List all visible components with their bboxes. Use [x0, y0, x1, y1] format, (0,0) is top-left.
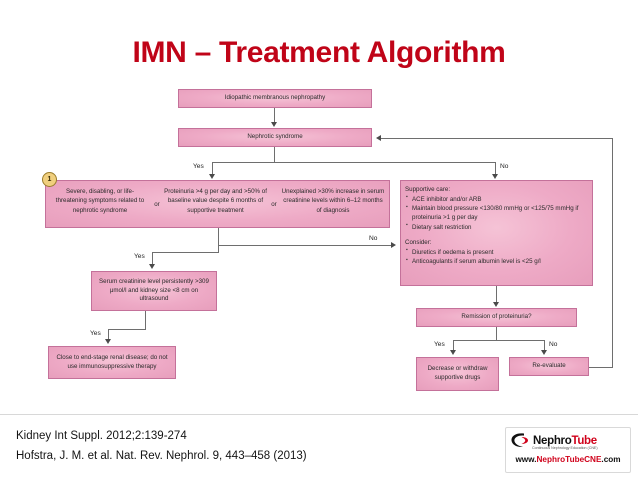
edge-label-no-top: No [500, 163, 509, 170]
logo-url-cne: CNE [584, 455, 602, 464]
arrowhead-remission-no [541, 350, 547, 355]
connector-root-to-nephrotic [274, 108, 275, 124]
logo-word-dark: Nephro [533, 434, 572, 447]
citation-line-1: Kidney Int Suppl. 2012;2:139-274 [16, 430, 187, 442]
connector-criteria-no-right [218, 245, 392, 246]
connector-no-branch-down [495, 162, 496, 176]
nephrotube-logo: NephroTube Continuous Nephrology Educati… [505, 427, 631, 473]
edge-label-yes-top: Yes [193, 163, 204, 170]
criteria-item-3: Unexplained >30% increase in serum creat… [281, 188, 385, 214]
node-close-to-end-stage-renal-disease: Close to end-stage renal disease; do not… [48, 346, 176, 379]
arrowhead-criteria-no [391, 242, 396, 248]
criteria-or-label-2: or [271, 201, 277, 208]
connector-creatinine-yes-left [108, 329, 146, 330]
arrowhead-remission-yes [450, 350, 456, 355]
arrowhead-feedback-to-nephrotic [376, 135, 381, 141]
arrowhead-no-branch [492, 174, 498, 179]
arrowhead-root-to-nephrotic [271, 122, 277, 127]
criteria-or-label-1: or [154, 201, 160, 208]
connector-creatinine-down [145, 311, 146, 329]
node-treatment-criteria [45, 180, 390, 228]
arrowhead-yes-branch [209, 174, 215, 179]
citation-line-2: Hofstra, J. M. et al. Nat. Rev. Nephrol.… [16, 450, 307, 462]
logo-wordmark: NephroTube [533, 435, 597, 447]
logo-word-red: Tube [571, 434, 597, 447]
node-re-evaluate: Re-evaluate [509, 357, 589, 376]
nephrotube-swirl-icon [510, 432, 530, 449]
node-serum-creatinine-level: Serum creatinine level persistently >309… [91, 271, 217, 311]
edge-label-yes-mid: Yes [134, 253, 145, 260]
footer-divider [0, 414, 638, 415]
list-item: Anticoagulants if serum albumin level is… [406, 257, 589, 266]
badge-step-1: 1 [42, 172, 57, 187]
consider-list: Diuretics if oedema is present Anticoagu… [405, 247, 589, 267]
connector-creatinine-yes-down [108, 329, 109, 341]
criteria-item-1: Severe, disabling, or life-threatening s… [55, 188, 145, 214]
edge-label-no-remission: No [549, 341, 558, 348]
connector-remission-no-down [544, 340, 545, 352]
node-decrease-or-withdraw-supportive-drugs: Decrease or withdraw supportive drugs [416, 357, 499, 391]
connector-remission-split [453, 340, 544, 341]
node-nephrotic-syndrome: Nephrotic syndrome [178, 128, 372, 147]
edge-label-yes-low: Yes [90, 330, 101, 337]
connector-yes-branch-down [212, 162, 213, 176]
arrowhead-creatinine-yes [105, 339, 111, 344]
connector-remission-yes-down [453, 340, 454, 352]
connector-supportive-to-remission [496, 286, 497, 304]
list-item: Maintain blood pressure <130/80 mmHg or … [406, 204, 589, 223]
criteria-item-2: Proteinuria >4 g per day and >50% of bas… [164, 188, 267, 214]
edge-label-no-mid: No [369, 235, 378, 242]
node-remission-of-proteinuria: Remission of proteinuria? [416, 308, 577, 327]
supportive-care-content: Supportive care: ACE inhibitor and/or AR… [405, 185, 589, 266]
logo-subtitle: Continuous Nephrology Education (CNE) [532, 446, 598, 450]
connector-nephrotic-split [212, 162, 495, 163]
connector-criteria-down [218, 228, 219, 252]
page-title: IMN – Treatment Algorithm [132, 36, 506, 69]
logo-url-name: NephroTube [536, 455, 585, 464]
edge-label-yes-remission: Yes [434, 341, 445, 348]
logo-url: www.NephroTubeCNE.com [510, 455, 626, 464]
connector-feedback-left [381, 138, 613, 139]
list-item: Diuretics if oedema is present [406, 247, 589, 257]
connector-feedback-right [589, 367, 613, 368]
consider-header: Consider: [405, 238, 432, 246]
supportive-care-list: ACE inhibitor and/or ARB Maintain blood … [405, 194, 589, 232]
list-item: Dietary salt restriction [406, 222, 589, 232]
connector-criteria-yes-left [152, 252, 219, 253]
arrowhead-supportive-to-remission [493, 302, 499, 307]
connector-feedback-up [612, 138, 613, 367]
logo-url-tld: .com [601, 455, 621, 464]
supportive-care-header: Supportive care: [405, 186, 451, 193]
node-idiopathic-membranous-nephropathy: Idiopathic membranous nephropathy [178, 89, 372, 108]
list-item: ACE inhibitor and/or ARB [406, 194, 589, 204]
logo-wordmark-row: NephroTube [510, 432, 597, 449]
treatment-algorithm-flowchart: Idiopathic membranous nephropathy Nephro… [0, 84, 638, 396]
connector-nephrotic-down [274, 147, 275, 162]
arrowhead-criteria-yes [149, 264, 155, 269]
connector-criteria-yes-down [152, 252, 153, 266]
connector-remission-down [496, 327, 497, 340]
logo-url-www: www. [515, 455, 537, 464]
